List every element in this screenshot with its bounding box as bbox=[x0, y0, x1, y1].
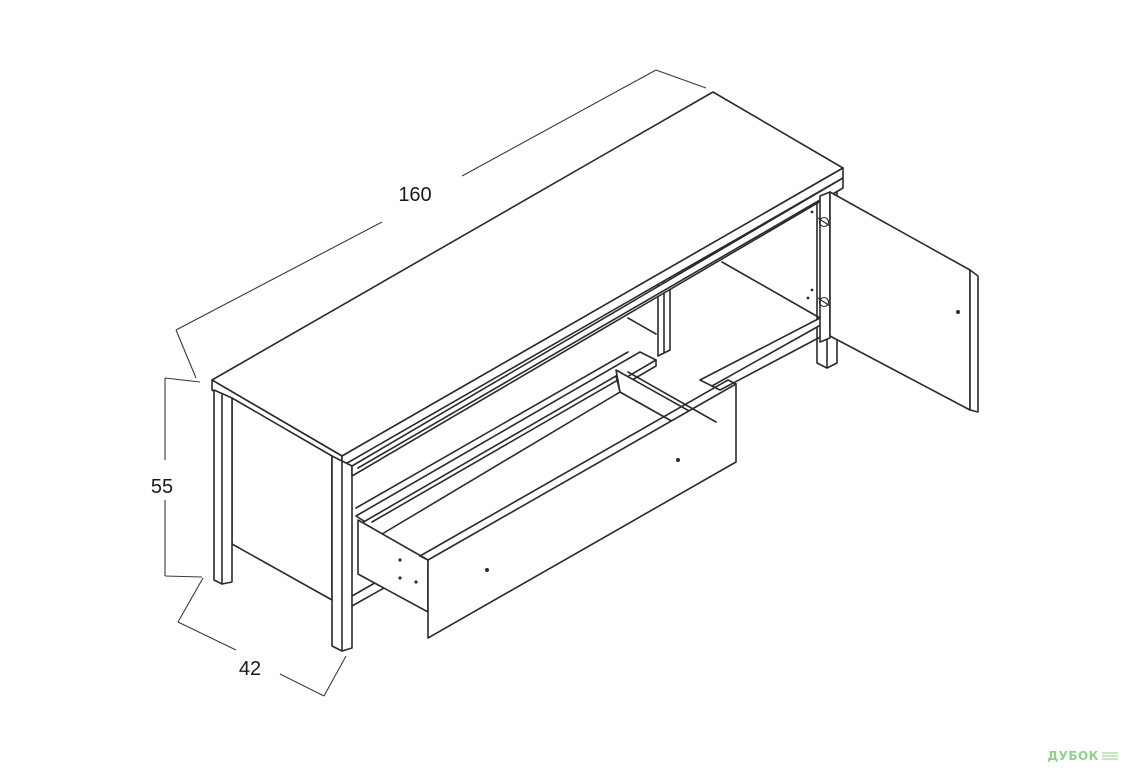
right-door bbox=[806, 191, 979, 413]
drawer bbox=[357, 369, 737, 639]
dimension-depth: 42 bbox=[177, 577, 347, 697]
hinge-bottom-icon bbox=[817, 296, 831, 308]
width-label: 160 bbox=[398, 184, 431, 206]
watermark-brand: ДУБОК bbox=[1047, 749, 1099, 763]
dimension-width: 160 bbox=[175, 69, 707, 379]
watermark-lines-icon bbox=[1102, 752, 1118, 760]
dimension-height: 55 bbox=[151, 377, 203, 578]
hinge-top-icon bbox=[817, 216, 831, 228]
height-label: 55 bbox=[151, 476, 173, 498]
depth-label: 42 bbox=[239, 658, 261, 680]
watermark-logo: ДУБОК bbox=[1047, 749, 1118, 763]
left-side-panel bbox=[213, 389, 353, 652]
